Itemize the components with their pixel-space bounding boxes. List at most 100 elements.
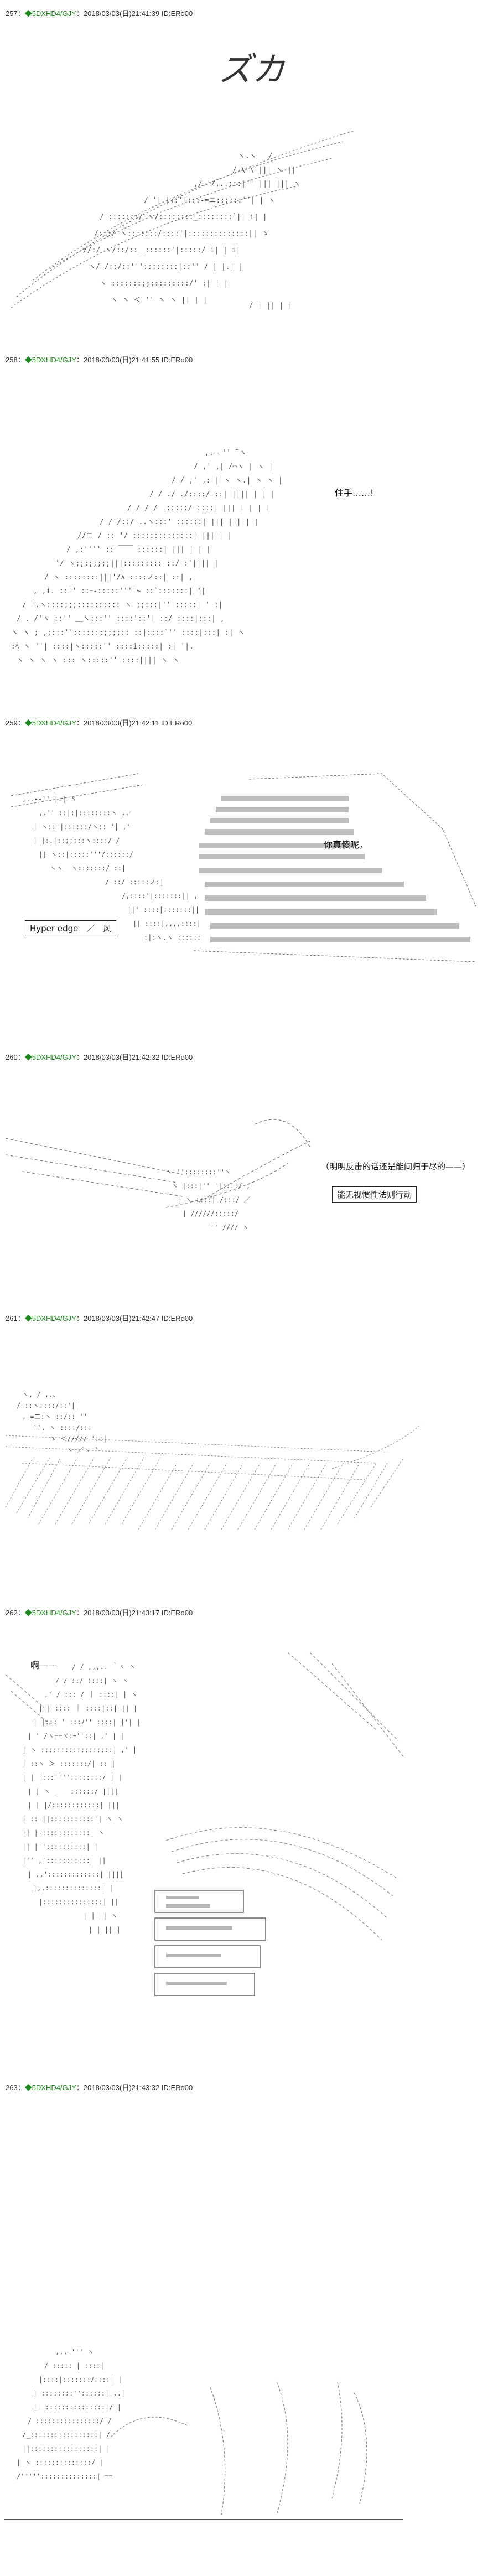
svg-text:| ヽ ::::::::::::::::::| ,' |: | ヽ ::::::::::::::::::| ,' |: [22, 1746, 137, 1754]
ascii-art-dash: ヽ ''::::::::''ヽ ヽ |:::|'' '|::::/ , | ヽ …: [0, 1064, 498, 1296]
svg-text:,' / ::: / ｜ ::::| | ヽ: ,' / ::: / ｜ ::::| | ヽ: [44, 1691, 138, 1698]
svg-text:,..-‐'' |:| ヽ: ,..-‐'' |:| ヽ: [22, 795, 77, 803]
post-trip: ◆5DXHD4/GJY: [24, 1609, 76, 1617]
post-separator: ：: [17, 356, 25, 364]
svg-text:/ / ./ ./::::/ ::| |||| | | |: / / ./ ./::::/ ::| |||| | | |: [149, 490, 275, 499]
svg-text:/ ::/ :::::ノ:|: / ::/ :::::ノ:|: [105, 878, 164, 886]
svg-text:| ::::::::''::::::| ,.|: | ::::::::''::::::| ,.|: [33, 2390, 125, 2397]
post-separator: ：: [17, 9, 25, 18]
svg-text:'', ヽ ::::/:::: '', ヽ ::::/:::: [33, 1424, 92, 1432]
svg-text:ヽ ／ヽ ': ヽ ／ヽ ': [66, 1446, 98, 1454]
post-number: 260: [6, 1053, 18, 1061]
svg-text:|::::|:::::::ﾉ::::| |: |::::|:::::::ﾉ::::| |: [39, 2376, 122, 2383]
post-number: 258: [6, 356, 18, 364]
svg-text:/ . /'ヽ ::'' ＿ヽ:::'' ::::'::'|: / . /'ヽ ::'' ＿ヽ:::'' ::::'::'| ::/ ::::|…: [17, 615, 225, 623]
post-trip: ◆5DXHD4/GJY: [24, 1314, 76, 1323]
post-header: 259：◆5DXHD4/GJY：2018/03/03(日)21:42:11 ID…: [6, 717, 192, 728]
ascii-art-fall: ,,,-''' ヽ / ::::: | ::::| |::::|:::::::ﾉ…: [0, 2094, 498, 2515]
ascii-art-figure: ,.-‐'' ¨ヽ / ,' ,| /⌒ヽ | ヽ | / / ,' ,: | …: [0, 366, 498, 698]
svg-text:/ ,' ,| /⌒ヽ | ヽ |: / ,' ,| /⌒ヽ | ヽ |: [194, 463, 273, 471]
svg-text:|| |''::::::::::| |: || |''::::::::::| |: [22, 1843, 98, 1851]
post-262: 262：◆5DXHD4/GJY：2018/03/03(日)21:43:17 ID…: [0, 1607, 498, 2061]
post-263: 263：◆5DXHD4/GJY：2018/03/03(日)21:43:32 ID…: [0, 2082, 498, 2525]
svg-text:,/ '/,..:::| ' ||| ||| ヽ: ,/ '/,..:::| ' ||| ||| ヽ: [194, 180, 300, 188]
post-header: 260：◆5DXHD4/GJY：2018/03/03(日)21:42:32 ID…: [6, 1051, 193, 1062]
svg-text:| | :::: ｜ ::::|::| || |: | | :::: ｜ ::::|::| || |: [39, 1704, 137, 1712]
technique-label: Hyper edge ／ 风: [25, 920, 117, 936]
svg-text:ヽ, / ,.、: ヽ, / ,.、: [22, 1391, 59, 1398]
svg-text:/ ::ヽ::::/::'||: / ::ヽ::::/::'||: [17, 1402, 79, 1409]
svg-text:/,::::'|:::::::|| ,: /,::::'|:::::::|| ,: [122, 892, 198, 900]
post-separator: ：: [17, 1609, 25, 1617]
svg-text:| :: ||:::::::::::'| ヽ ヽ: | :: ||:::::::::::'| ヽ ヽ: [22, 1815, 123, 1823]
page-divider: [4, 2519, 403, 2520]
svg-text:|,,::::::::::::::| |: |,,::::::::::::::| |: [33, 1884, 113, 1892]
svg-text:/ / ::/ ::::| ヽ ヽ: / / ::/ ::::| ヽ ヽ: [55, 1677, 128, 1684]
svg-text:|_ヽ_::::::::::::::/ |: |_ヽ_::::::::::::::/ |: [17, 2459, 103, 2466]
svg-text:ヽ ''::::::::''ヽ: ヽ ''::::::::''ヽ: [166, 1168, 231, 1176]
dialogue-text: （明明反击的话还是能间归于尽的——）: [321, 1162, 471, 1172]
svg-text:ヽヽ__ヽ:::::::/ ::|: ヽヽ__ヽ:::::::/ ::|: [50, 864, 126, 872]
boxed-note: 能无视惯性法则行动: [332, 1186, 417, 1203]
svg-text:ヽ/ /::/::'''::::::::|::'' / |: ヽ/ /::/::'''::::::::|::'' / | |.| |: [89, 263, 243, 271]
post-separator: ：: [17, 719, 25, 727]
svg-text::ﾍ ヽ ''| ::::|ヽ:::::'' ::::i:: :ﾍ ヽ ''| ::::|ヽ:::::'' ::::i:::::| :| '|…: [11, 642, 194, 651]
post-date: ：2018/03/03(日)21:41:55 ID:ERo00: [76, 356, 193, 364]
svg-text:/ / ,,,.. ｀ヽ ヽ: / / ,,,.. ｀ヽ ヽ: [72, 1662, 136, 1671]
svg-text:/ | || | |: / | || | |: [249, 302, 292, 310]
post-257: 257：◆5DXHD4/GJY：2018/03/03(日)21:41:39 ID…: [0, 8, 498, 351]
post-date: ：2018/03/03(日)21:43:17 ID:ERo00: [76, 1609, 193, 1617]
post-date: ：2018/03/03(日)21:42:47 ID:ERo00: [76, 1314, 193, 1323]
svg-text:,.'' ::|:|::::::::ヽ ,.‐: ,.'' ::|:|::::::::ヽ ,.‐: [39, 809, 133, 817]
svg-text:ヽ |:::|'' '|::::/ ,: ヽ |:::|'' '|::::/ ,: [172, 1182, 250, 1190]
svg-text:|__:::::::::::::::|/ |: |__:::::::::::::::|/ |: [33, 2403, 121, 2411]
svg-text:/ '.ヽ::::;;;:::::::::: ヽ ;;:::: / '.ヽ::::;;;:::::::::: ヽ ;;:::|'' :::::|…: [22, 601, 223, 609]
post-number: 259: [6, 719, 18, 727]
svg-text:| //////:::::/: | //////:::::/: [183, 1210, 238, 1217]
post-number: 261: [6, 1314, 18, 1323]
svg-text:| ::ヽ ＞ :::::::/| :: |: | ::ヽ ＞ :::::::/| :: |: [22, 1760, 116, 1768]
post-trip: ◆5DXHD4/GJY: [24, 1053, 76, 1061]
post-separator: ：: [17, 1314, 25, 1323]
dialogue-text: 啊——: [30, 1660, 58, 1671]
post-trip: ◆5DXHD4/GJY: [24, 719, 76, 727]
svg-text:ゝ ＜///// '::|: ゝ ＜///// '::|: [50, 1435, 107, 1443]
svg-text:/_:::::::::::::::::| /: /_:::::::::::::::::| /: [22, 2431, 110, 2439]
svg-text:ヽ :::::::;;;::::::::/' :| | |: ヽ :::::::;;;::::::::/' :| | |: [100, 279, 228, 288]
svg-text:'' //// ヽ: '' //// ヽ: [210, 1224, 249, 1231]
post-separator: ：: [17, 2083, 25, 2092]
svg-text:/ \ \ ||| ヽ ||: / \ \ ||| ヽ ||: [232, 166, 296, 174]
post-number: 257: [6, 9, 18, 18]
svg-text:| | ヽ ___ ::::::/ ||||: | | ヽ ___ ::::::/ ||||: [28, 1787, 118, 1795]
svg-text:| ヽ ::::| /:::/ ／: | ヽ ::::| /:::/ ／: [177, 1196, 250, 1204]
svg-text:,-=ニ:ヽ ::/:: '': ,-=ニ:ヽ ::/:: '': [22, 1413, 87, 1421]
svg-text::|:ヽ.ヽ ::::::: :|:ヽ.ヽ ::::::: [144, 934, 201, 941]
svg-text:| |::: ' :::ﾉ'' ::::| |'| |: | |::: ' :::ﾉ'' ::::| |'| |: [33, 1718, 141, 1726]
svg-text://:/ ヽ/::/::＿::::::'|:::::/ i|: //:/ ヽ/::/::＿::::::'|:::::/ i| | i|: [83, 246, 240, 255]
dialogue-text: 住手……!: [335, 488, 374, 498]
svg-text:ヽ.ヽ /: ヽ.ヽ /: [238, 152, 272, 160]
svg-text:/ '| |::'|:::-=ニ::::::''| | ヽ: / '| |::'|:::-=ニ::::::''| | ヽ: [144, 196, 275, 205]
post-number: 262: [6, 1609, 18, 1617]
svg-text:|| ヽ::|:::::'''/::::::/: || ヽ::|:::::'''/::::::/: [39, 851, 133, 858]
post-258: 258：◆5DXHD4/GJY：2018/03/03(日)21:41:55 ID…: [0, 354, 498, 714]
post-header: 261：◆5DXHD4/GJY：2018/03/03(日)21:42:47 ID…: [6, 1313, 193, 1323]
dialogue-text: 你真傻呢。: [324, 839, 369, 850]
svg-text:ヽ ヽ ; ,;:::''::::::;;;;;:: ::|: ヽ ヽ ; ,;:::''::::::;;;;;:: ::|::::`'' ::…: [11, 629, 245, 637]
post-number: 263: [6, 2083, 18, 2092]
svg-text:||' ::::|:::::::||: ||' ::::|:::::::||: [127, 906, 199, 914]
svg-text:|| ||::::::::::::| ヽ: || ||::::::::::::| ヽ: [22, 1829, 105, 1837]
svg-text:/ / ,' ,: | ヽ ヽ.| ヽ ヽ |: / / ,' ,: | ヽ ヽ.| ヽ ヽ |: [172, 476, 283, 485]
post-trip: ◆5DXHD4/GJY: [24, 9, 76, 18]
svg-text:|| ::::|,,,,::::|: || ::::|,,,,::::|: [133, 920, 201, 927]
svg-text:/ ::::: | ::::|: / ::::: | ::::|: [44, 2362, 104, 2370]
svg-text:| ' /ヽ==ヾ:ｰ''::| ,' | |: | ' /ヽ==ヾ:ｰ''::| ,' | |: [28, 1732, 124, 1740]
ascii-art-wounded: / / ,,,.. ｀ヽ ヽ / / ::/ ::::| ヽ ヽ ,' / ::…: [0, 1619, 498, 2051]
post-261: 261：◆5DXHD4/GJY：2018/03/03(日)21:42:47 ID…: [0, 1313, 498, 1606]
post-header: 263：◆5DXHD4/GJY：2018/03/03(日)21:43:32 ID…: [6, 2082, 193, 2092]
svg-text:| | |/::::::::::::| |||: | | |/::::::::::::| |||: [28, 1801, 120, 1809]
svg-text:|'' ,':::::::::::| ||: |'' ,':::::::::::| ||: [22, 1857, 106, 1864]
post-trip: ◆5DXHD4/GJY: [24, 2083, 76, 2092]
ascii-art-rain: ヽ, / ,.、 / ::ヽ::::/::'|| ,-=ニ:ヽ ::/:: ''…: [0, 1325, 498, 1590]
svg-text:||:::::::::::::::::| |: ||:::::::::::::::::| |: [22, 2445, 110, 2453]
